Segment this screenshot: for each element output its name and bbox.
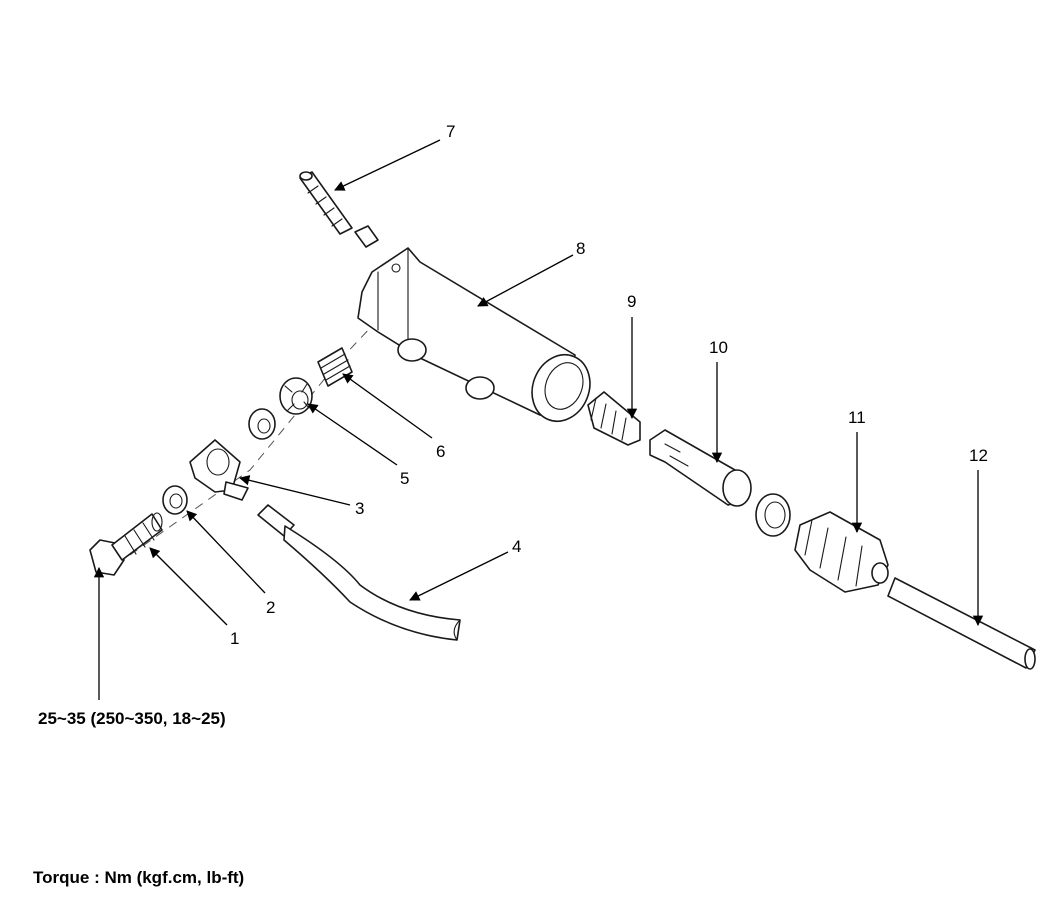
union-fitting-part (189, 439, 249, 501)
leader-3 (238, 475, 351, 506)
lower-washer-part (162, 485, 188, 515)
eye-bolt-part (89, 512, 163, 576)
callout-2: 2 (266, 598, 275, 617)
torque-spec-label: 25~35 (250~350, 18~25) (38, 709, 226, 728)
snap-ring-part (755, 493, 791, 537)
piston-part (649, 429, 752, 507)
leader-5 (307, 403, 398, 466)
plug-nut-part (279, 377, 313, 415)
leader-2 (186, 510, 266, 594)
callout-3: 3 (355, 499, 364, 518)
callout-9: 9 (627, 292, 636, 311)
leader-4 (409, 551, 509, 601)
callout-8: 8 (576, 239, 585, 258)
bleeder-screw-part (299, 171, 379, 248)
callout-6: 6 (436, 442, 445, 461)
torque-units-legend: Torque : Nm (kgf.cm, lb-ft) (33, 868, 244, 887)
upper-washer-part (248, 408, 276, 440)
piston-boot-part (587, 391, 641, 446)
assembly-axis-line (129, 325, 373, 556)
leader-7 (334, 139, 441, 191)
callout-5: 5 (400, 469, 409, 488)
push-rod-part (887, 577, 1036, 670)
callout-10: 10 (709, 338, 728, 357)
leader-8 (477, 254, 574, 307)
release-boot-part (794, 511, 889, 593)
callout-11: 11 (848, 408, 866, 427)
leader-6 (342, 373, 433, 439)
clutch-hose-part (257, 504, 461, 641)
callout-1: 1 (230, 629, 239, 648)
leader-1 (149, 547, 228, 626)
callout-4: 4 (512, 537, 521, 556)
callout-12: 12 (969, 446, 988, 465)
release-cylinder-body-part (357, 247, 591, 423)
callout-7: 7 (446, 122, 455, 141)
